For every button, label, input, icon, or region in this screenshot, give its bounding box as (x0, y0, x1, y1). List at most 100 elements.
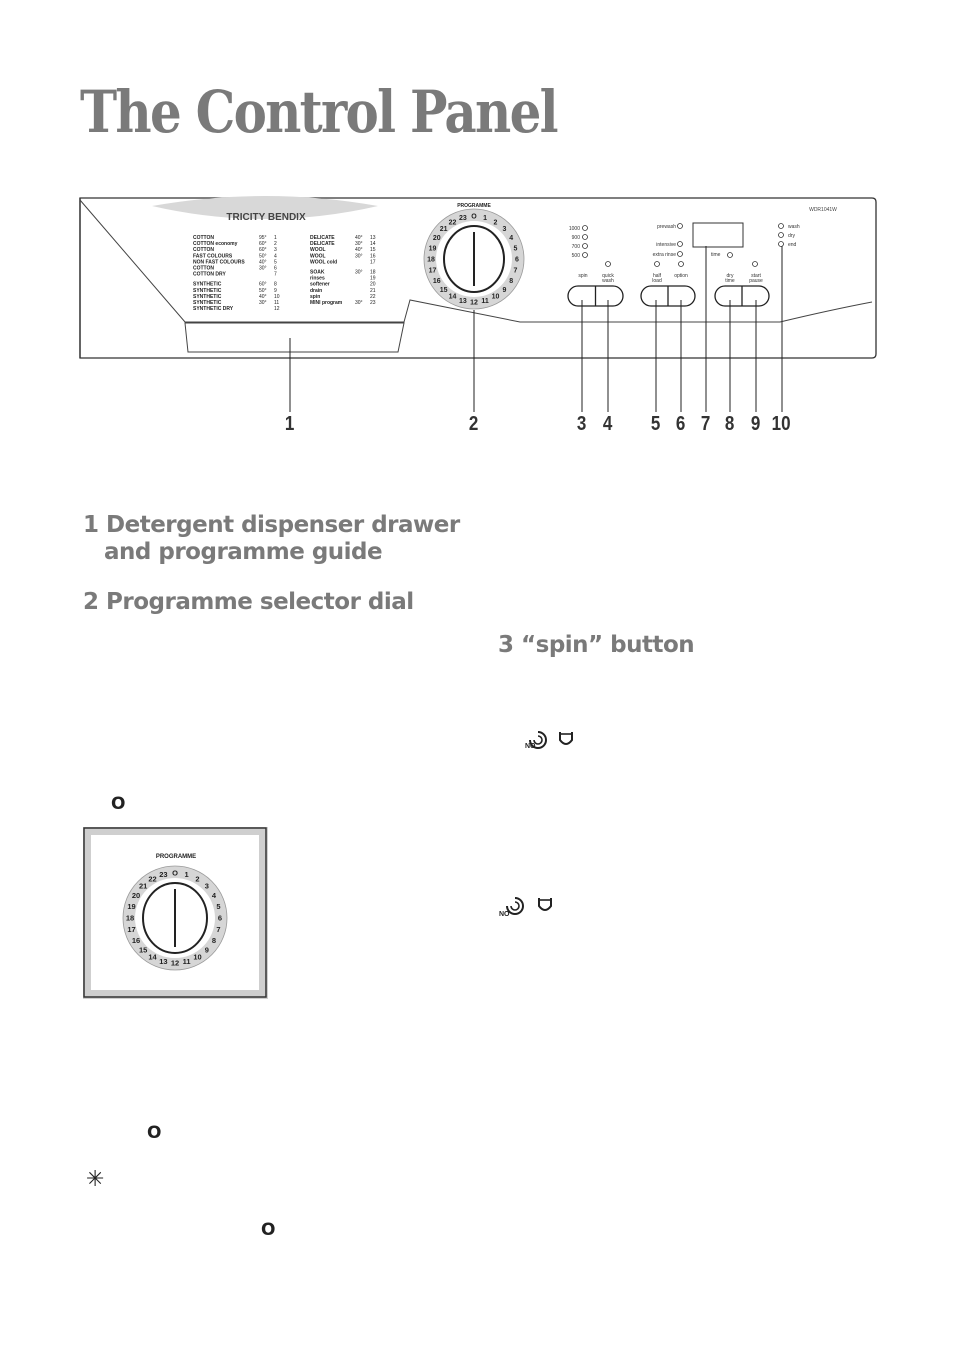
dial-number: 15 (139, 945, 147, 954)
dial-number: 9 (502, 287, 506, 294)
guide-programme-number: 20 (370, 282, 376, 288)
dial-number: 15 (440, 287, 448, 294)
dial-number: 14 (449, 294, 457, 301)
guide-programme-name: NON FAST COLOURS (193, 259, 245, 265)
guide-programme-name: FAST COLOURS (193, 253, 233, 259)
dial-number: 4 (509, 235, 513, 242)
dial-number: 13 (459, 298, 467, 305)
button-label: quick (602, 273, 614, 279)
guide-programme-number: 16 (370, 253, 376, 259)
dial-number: 2 (494, 219, 498, 226)
dial-label: PROGRAMME (457, 203, 491, 209)
dial-number: 12 (470, 300, 478, 307)
button-label: pause (749, 278, 763, 284)
brand-logo: TRICITY BENDIX (226, 212, 306, 223)
guide-temperature: 30° (259, 300, 267, 306)
callout-number: 3 (576, 413, 587, 435)
section-heading-3: 3 “spin” button (498, 632, 695, 658)
guide-programme-number: 22 (370, 294, 376, 300)
dial-number: 21 (440, 226, 448, 233)
guide-programme-name: MINI program (310, 300, 343, 306)
off-symbol-3: O (261, 1220, 276, 1240)
dial-number: 8 (212, 936, 216, 945)
option-indicator-led (677, 223, 683, 229)
page-title: The Control Panel (80, 78, 559, 146)
model-label: WDR1041W (809, 207, 837, 213)
callout-number: 4 (602, 413, 613, 435)
dial-number: 23 (459, 215, 467, 222)
guide-temperature: 60° (259, 247, 267, 253)
guide-programme-number: 14 (370, 241, 376, 247)
guide-programme-name: SYNTHETIC DRY (193, 306, 234, 312)
guide-programme-name: SYNTHETIC (193, 288, 222, 294)
dial-number: 22 (449, 219, 457, 226)
section-heading-2: 2 Programme selector dial (83, 589, 414, 615)
guide-programme-name: SYNTHETIC (193, 282, 222, 288)
section-heading-1: 1 Detergent dispenser drawer (83, 512, 460, 538)
dial-number: 18 (126, 914, 134, 923)
dial-number: 1 (185, 870, 189, 879)
guide-programme-number: 2 (274, 241, 277, 247)
no-spin-icon: NO (525, 731, 573, 750)
dial-number: 17 (429, 268, 437, 275)
dial-number: 22 (148, 875, 156, 884)
guide-programme-name: spin (310, 294, 320, 300)
guide-temperature: 30° (355, 270, 363, 276)
guide-temperature: 95° (259, 235, 267, 241)
guide-programme-number: 7 (274, 272, 277, 278)
guide-programme-number: 6 (274, 266, 277, 272)
guide-programme-name: COTTON (193, 235, 214, 241)
dial-number: 18 (427, 257, 435, 264)
dial-number: 19 (127, 902, 135, 911)
guide-programme-number: 13 (370, 235, 376, 241)
guide-programme-name: COTTON DRY (193, 272, 226, 278)
guide-temperature: 40° (355, 235, 363, 241)
dial-number: 6 (218, 914, 222, 923)
button-label: dry (727, 273, 734, 279)
option-indicator-led (677, 241, 683, 247)
dial-number: 13 (159, 957, 167, 966)
dial-number: 3 (205, 882, 209, 891)
dial-label-2: PROGRAMME (156, 854, 196, 860)
dial-number: 12 (171, 959, 179, 968)
button-label: spin (578, 273, 587, 279)
guide-programme-name: COTTON (193, 266, 214, 272)
dial-number: 14 (148, 953, 157, 962)
guide-temperature: 30° (259, 266, 267, 272)
time-label: time (711, 252, 721, 258)
spin-speed-led (582, 243, 588, 249)
dial-number: 3 (502, 226, 506, 233)
dial-number: 16 (433, 278, 441, 285)
guide-programme-name: SYNTHETIC (193, 294, 222, 300)
guide-temperature: 40° (259, 259, 267, 265)
dial-number: 11 (481, 298, 489, 305)
dial-number: 20 (132, 891, 140, 900)
callout-number: 5 (650, 413, 661, 435)
dial-number: 10 (492, 294, 500, 301)
dial-number: O (471, 214, 477, 221)
guide-programme-name: SYNTHETIC (193, 300, 222, 306)
guide-programme-name: DELICATE (310, 241, 335, 247)
dial-number: 1 (483, 215, 487, 222)
status-light-label: dry (788, 233, 795, 239)
guide-programme-number: 3 (274, 247, 277, 253)
guide-temperature: 40° (355, 247, 363, 253)
callout-number: 10 (771, 413, 791, 435)
option-indicator-label: extra rinse (653, 252, 677, 258)
guide-programme-name: WOOL (310, 247, 326, 253)
dial-number: 5 (216, 902, 220, 911)
option-indicator-led (677, 251, 683, 257)
guide-temperature: 60° (259, 241, 267, 247)
guide-programme-number: 10 (274, 294, 280, 300)
dial-number: 21 (139, 882, 147, 891)
guide-temperature: 50° (259, 253, 267, 259)
status-light-led (778, 223, 784, 229)
guide-programme-number: 1 (274, 235, 277, 241)
option-indicator-label: intensive (656, 242, 676, 248)
